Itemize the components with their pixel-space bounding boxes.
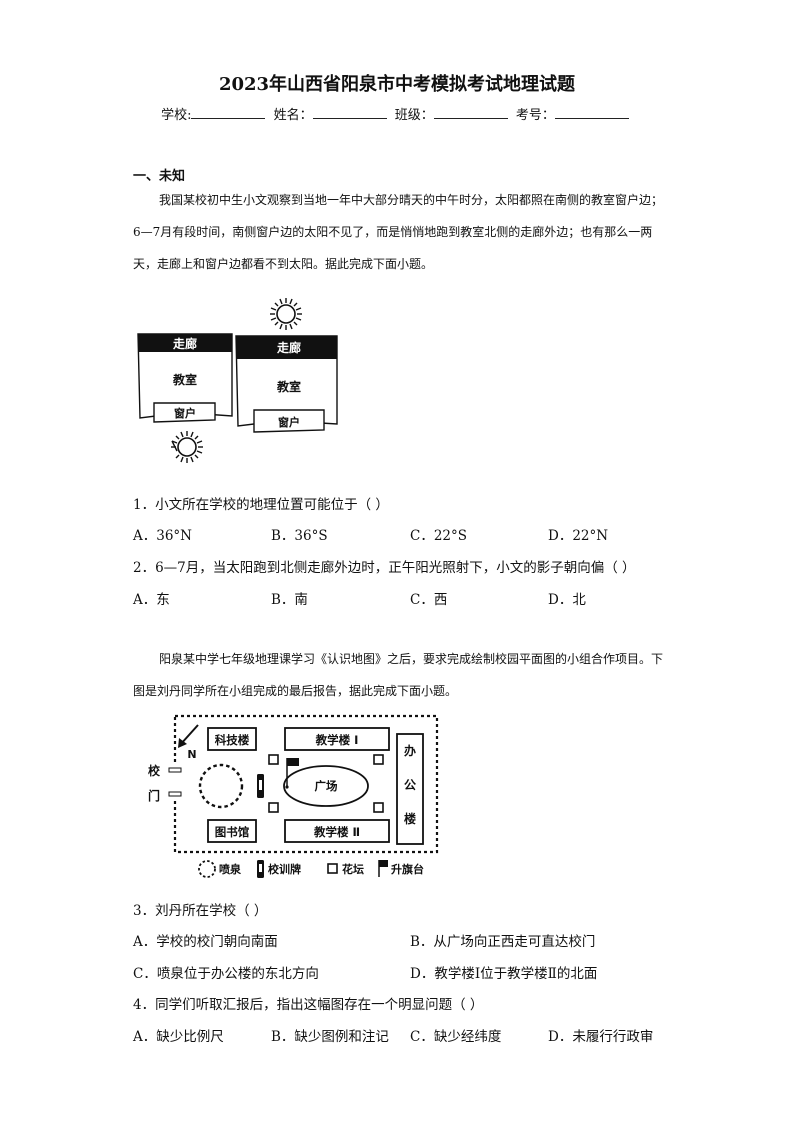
flower-bed [373, 754, 384, 765]
north-arrow-icon: N [178, 724, 199, 761]
library-label: 图书馆 [215, 825, 250, 839]
tech-building [207, 727, 257, 751]
left-corridor-label: 走廊 [173, 336, 197, 351]
section-heading: 一、未知 [133, 169, 186, 184]
square-label: 广场 [315, 779, 338, 793]
q2-option-d[interactable]: D．北 [548, 592, 586, 608]
q4-option-c[interactable]: C．缺少经纬度 [410, 1029, 502, 1045]
passage-2-text: 阳泉某中学七年级地理课学习《认识地图》之后，要求完成绘制校园平面图的小组合作项目… [133, 652, 664, 698]
library [207, 819, 257, 843]
right-corridor-bar [236, 336, 337, 359]
q3-option-c[interactable]: C．喷泉位于办公楼的东北方向 [133, 966, 319, 982]
number-blank[interactable] [554, 105, 629, 119]
sun-icon [270, 298, 302, 330]
school-label: 学校: [161, 108, 192, 123]
q2-option-b[interactable]: B．南 [271, 592, 308, 608]
question-3-stem: 3．刘丹所在学校（ ） [133, 903, 268, 919]
office-label-2: 公 [404, 778, 416, 792]
gate-label-1: 校 [148, 763, 161, 778]
question-4-stem: 4．同学们听取汇报后，指出这幅图存在一个明显问题（ ） [133, 997, 484, 1013]
legend-fountain: 喷泉 [219, 862, 242, 876]
fountain [198, 763, 244, 809]
flower-bed [373, 802, 384, 813]
question-1-stem: 1．小文所在学校的地理位置可能位于（ ） [133, 497, 389, 513]
q3-option-a[interactable]: A．学校的校门朝向南面 [133, 934, 278, 950]
teaching-building-2-label: 教学楼 Ⅱ [313, 825, 360, 839]
left-window-label: 窗户 [174, 406, 196, 420]
exam-title: 2023年山西省阳泉市中考模拟考试地理试题 [218, 74, 576, 95]
office-building [396, 733, 424, 845]
class-label: 班级： [394, 108, 434, 123]
left-window-box [153, 402, 216, 423]
class-blank[interactable] [433, 105, 508, 119]
flag-icon [285, 758, 299, 789]
flower-bed [268, 802, 279, 813]
q3-option-d[interactable]: D．教学楼Ⅰ位于教学楼Ⅱ的北面 [410, 966, 598, 982]
school-map-figure: 校 门 N 科技楼 教学楼 Ⅰ 图书馆 教学楼 Ⅱ 办 公 楼 广场 喷泉 校训… [148, 714, 439, 878]
left-corridor-bar [138, 334, 232, 352]
svg-text:N: N [187, 748, 196, 761]
number-label: 考号： [515, 108, 555, 123]
gate-label-2: 门 [148, 788, 160, 803]
name-blank[interactable] [312, 105, 387, 119]
classroom-sun-figure: 走廊 教室 窗户 走廊 教室 窗户 [137, 298, 338, 463]
office-label-1: 办 [404, 743, 416, 758]
teaching-building-1-label: 教学楼 Ⅰ [315, 733, 359, 747]
square [283, 765, 369, 807]
q1-option-b[interactable]: B．36°S [271, 528, 328, 544]
school-blank[interactable] [191, 105, 266, 119]
q4-option-b[interactable]: B．缺少图例和注记 [271, 1029, 389, 1045]
q3-option-b[interactable]: B．从广场向正西走可直达校门 [410, 934, 596, 950]
q2-option-a[interactable]: A．东 [133, 592, 170, 608]
map-legend: 喷泉 校训牌 花坛 升旗台 [198, 860, 424, 878]
q1-option-c[interactable]: C．22°S [410, 528, 468, 544]
gate-post [168, 791, 182, 797]
legend-flower-bed: 花坛 [342, 862, 364, 876]
legend-motto-board: 校训牌 [268, 862, 301, 876]
question-2-stem: 2．6—7月，当太阳跑到北侧走廊外边时，正午阳光照射下，小文的影子朝向偏（ ） [133, 560, 636, 576]
q1-option-d[interactable]: D．22°N [548, 528, 609, 544]
sun-icon [171, 431, 203, 463]
name-label: 姓名： [273, 108, 313, 123]
q2-option-c[interactable]: C．西 [410, 592, 448, 608]
office-label-3: 楼 [404, 811, 416, 826]
q4-option-d[interactable]: D．未履行行政审 [548, 1029, 654, 1045]
passage-2: 阳泉某中学七年级地理课学习《认识地图》之后，要求完成绘制校园平面图的小组合作项目… [133, 643, 663, 707]
q1-option-a[interactable]: A．36°N [133, 528, 192, 544]
motto-board-inner [259, 780, 262, 790]
gate-post [168, 767, 182, 773]
q4-option-a[interactable]: A．缺少比例尺 [133, 1029, 224, 1045]
right-corridor-label: 走廊 [277, 340, 301, 355]
tech-building-label: 科技楼 [215, 733, 250, 747]
teaching-building-2 [284, 819, 390, 843]
student-info-line: 学校: 姓名： 班级： 考号： [0, 104, 794, 123]
flower-bed [268, 754, 279, 765]
legend-flagpole: 升旗台 [391, 862, 424, 876]
teaching-building-1 [284, 727, 390, 751]
passage-1-text: 我国某校初中生小文观察到当地一年中大部分晴天的中午时分，太阳都照在南侧的教室窗户… [133, 193, 664, 271]
left-classroom-label: 教室 [172, 372, 197, 387]
right-classroom-label: 教室 [276, 379, 301, 394]
gate-gap [171, 762, 179, 800]
right-window-label: 窗户 [278, 415, 300, 429]
right-window-box [253, 409, 325, 433]
passage-1: 我国某校初中生小文观察到当地一年中大部分晴天的中午时分，太阳都照在南侧的教室窗户… [133, 184, 663, 280]
